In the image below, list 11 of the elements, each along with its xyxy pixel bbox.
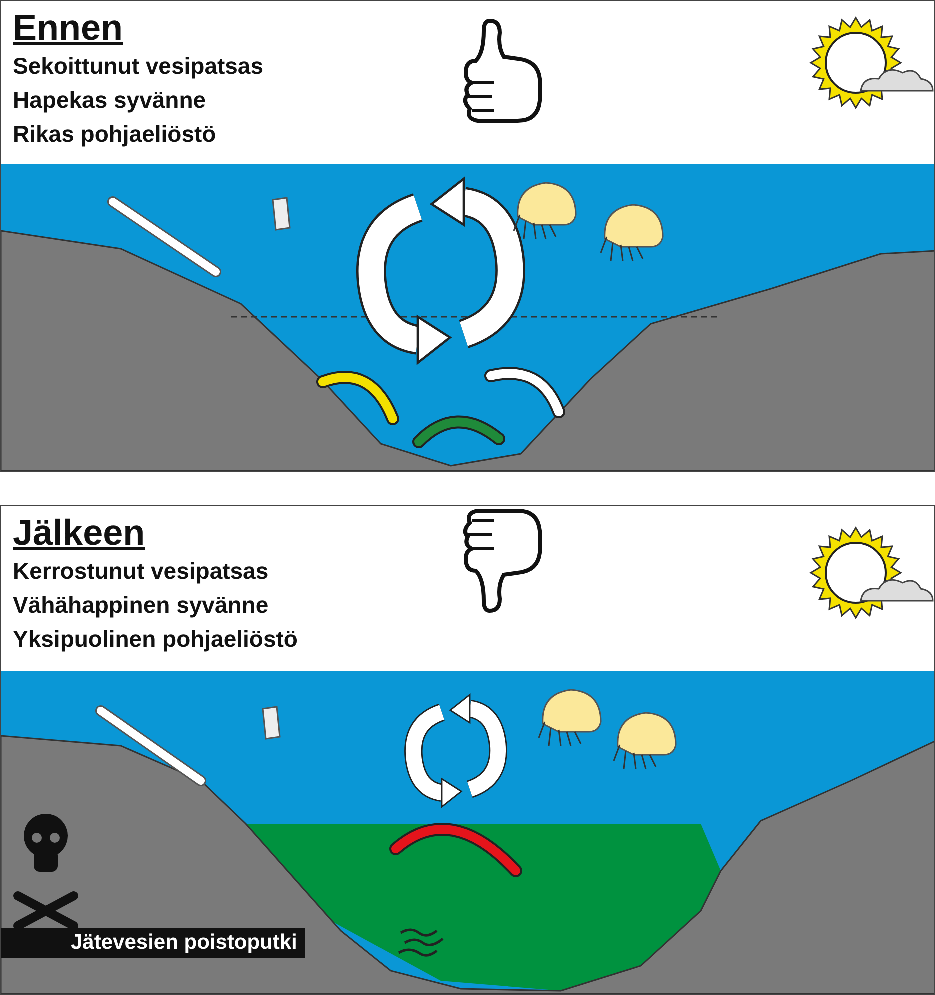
condition-text: Hapekas syvänne — [13, 87, 206, 114]
condition-text: Kerrostunut vesipatsas — [13, 558, 269, 585]
before-panel — [0, 0, 935, 472]
after-panel — [0, 505, 935, 995]
panel-heading: Ennen — [13, 7, 124, 49]
condition-text: Vähähappinen syvänne — [13, 592, 269, 619]
condition-text: Yksipuolinen pohjaeliöstö — [13, 626, 298, 653]
pipe-label: Jätevesien poistoputki — [1, 928, 306, 958]
condition-text: Rikas pohjaeliöstö — [13, 121, 216, 148]
condition-text: Sekoittunut vesipatsas — [13, 53, 264, 80]
panel-heading: Jälkeen — [13, 512, 146, 554]
